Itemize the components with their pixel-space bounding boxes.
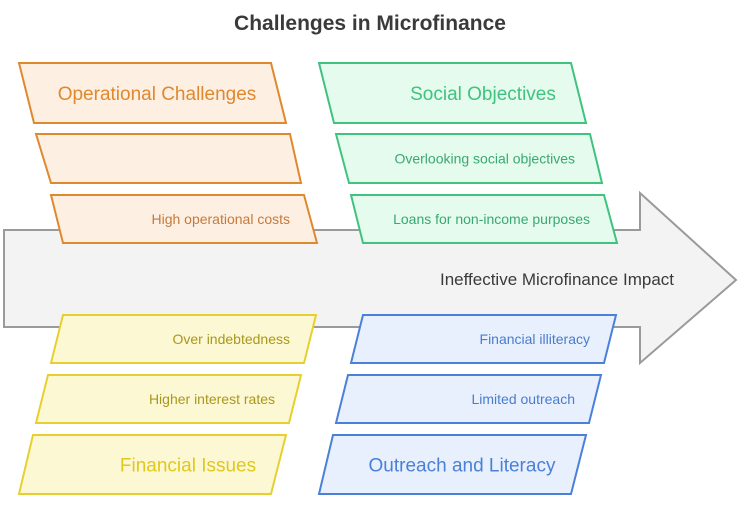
financial-category-title: Financial Issues [120, 455, 256, 476]
outreach-cause-box: Financial illiteracy [349, 314, 618, 364]
outreach-category-title: Outreach and Literacy [369, 455, 556, 476]
social-cause-box: Overlooking social objectives [334, 133, 604, 184]
social-category-box: Social Objectives [317, 62, 588, 124]
financial-cause-label: Over indebtedness [172, 331, 290, 347]
financial-cause-box: Over indebtedness [49, 314, 318, 364]
outreach-box-shape [349, 314, 618, 364]
financial-box-shape [49, 314, 318, 364]
financial-box-shape [17, 434, 288, 495]
financial-category-box: Financial Issues [17, 434, 288, 495]
operational-category-box: Operational Challenges [17, 62, 288, 124]
operational-box-shape [17, 62, 288, 124]
outreach-cause-label: Limited outreach [471, 391, 575, 407]
social-cause-label: Overlooking social objectives [394, 151, 575, 167]
diagram-title: Challenges in Microfinance [234, 12, 506, 35]
operational-cause-label: High operational costs [151, 211, 290, 227]
operational-box-shape [34, 133, 303, 184]
outreach-cause-box: Limited outreach [334, 374, 603, 424]
outreach-box-shape [317, 434, 588, 495]
outreach-cause-label: Financial illiteracy [480, 331, 590, 347]
social-box-shape [334, 133, 604, 184]
outreach-category-box: Outreach and Literacy [317, 434, 588, 495]
operational-category-title: Operational Challenges [58, 84, 257, 105]
effect-label: Ineffective Microfinance Impact [440, 270, 674, 289]
social-cause-label: Loans for non-income purposes [393, 211, 590, 227]
outreach-box-shape [334, 374, 603, 424]
social-box-shape [349, 194, 619, 244]
operational-cause-box: High operational costs [49, 194, 319, 244]
operational-box-shape [49, 194, 319, 244]
financial-box-shape [34, 374, 303, 424]
financial-cause-box: Higher interest rates [34, 374, 303, 424]
financial-cause-label: Higher interest rates [149, 391, 275, 407]
operational-cause-box [34, 133, 303, 184]
social-cause-box: Loans for non-income purposes [349, 194, 619, 244]
social-category-title: Social Objectives [410, 84, 556, 105]
social-box-shape [317, 62, 588, 124]
